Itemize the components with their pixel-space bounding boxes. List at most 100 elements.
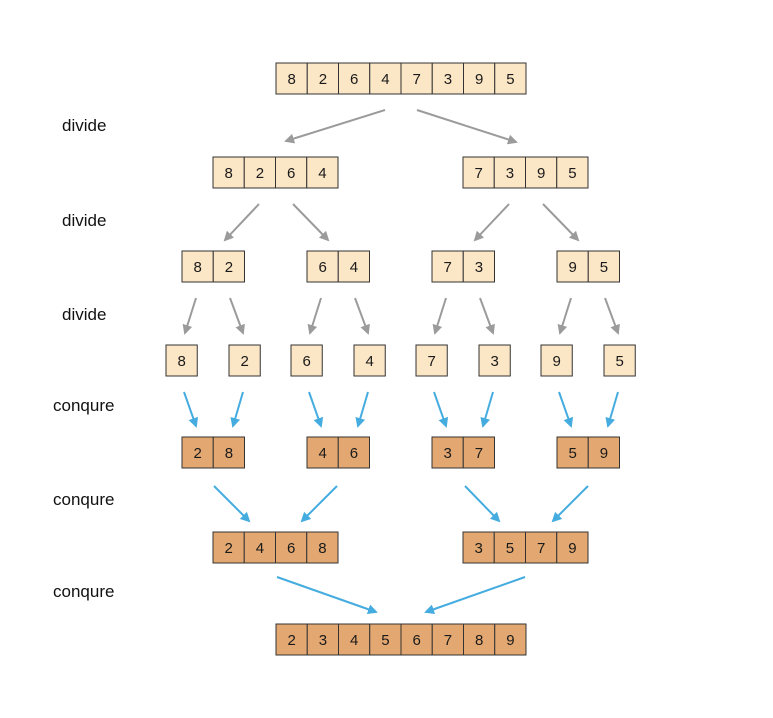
conquer-arrow-18	[433, 391, 449, 428]
array-cell	[306, 531, 339, 564]
array-cell	[243, 531, 276, 564]
divide-arrow-13	[604, 297, 620, 335]
array-cell	[369, 623, 402, 656]
array-cell	[275, 62, 308, 95]
array-cell-value: 2	[225, 259, 233, 276]
array-cell	[400, 62, 433, 95]
array-cell-value: 2	[240, 353, 248, 370]
array-cell	[556, 531, 589, 564]
array-cell	[306, 623, 339, 656]
conquer-arrow-15	[230, 391, 244, 428]
conquer-arrow-14	[183, 391, 199, 428]
array-cell-value: 3	[443, 445, 451, 462]
conquer-arrow-24	[464, 485, 501, 523]
array-cell	[181, 436, 214, 469]
array-cell-value: 6	[350, 71, 358, 88]
conquer-arrow-22	[213, 485, 251, 523]
stage-label-divide-1: divide	[62, 116, 106, 135]
array-cell-value: 6	[287, 540, 295, 557]
divide-arrow-5	[542, 203, 580, 242]
array-cell	[415, 344, 448, 377]
array-cell-value: 2	[256, 165, 264, 182]
array-cell	[275, 156, 308, 189]
array-cell-value: 8	[193, 259, 201, 276]
array-cell-value: 6	[350, 445, 358, 462]
array-cell	[212, 436, 245, 469]
divide-arrow-10	[432, 297, 447, 335]
array-cell-value: 9	[568, 259, 576, 276]
array-cell-value: 2	[287, 632, 295, 649]
array-cell-value: 8	[177, 353, 185, 370]
stage-label-conqure-2: conqure	[53, 490, 114, 509]
array-cell-value: 7	[475, 445, 483, 462]
stage-label-conqure-3: conqure	[53, 582, 114, 601]
array-cell-value: 5	[568, 445, 576, 462]
array-cell	[275, 623, 308, 656]
array-cell-value: 8	[225, 445, 233, 462]
array-cell	[478, 344, 511, 377]
array-cell	[463, 623, 496, 656]
array-cell	[462, 436, 495, 469]
array-cell	[494, 62, 527, 95]
array-level-5-0: 2 4 6 8	[212, 531, 339, 564]
array-cell-value: 5	[506, 71, 514, 88]
array-cell-value: 2	[224, 540, 232, 557]
array-cell-value: 5	[615, 353, 623, 370]
array-cell-value: 7	[427, 353, 435, 370]
conquer-arrow-27	[424, 576, 526, 615]
array-cell-value: 5	[506, 540, 514, 557]
array-cell	[462, 250, 495, 283]
divide-arrow-11	[479, 297, 495, 335]
array-cell	[369, 62, 402, 95]
array-cell	[556, 156, 589, 189]
array-cell-value: 6	[318, 259, 326, 276]
array-cell	[338, 623, 371, 656]
array-cell	[493, 156, 526, 189]
array-cell-value: 3	[506, 165, 514, 182]
array-cell-value: 9	[506, 632, 514, 649]
array-cell	[587, 436, 620, 469]
array-cell-value: 4	[256, 540, 264, 557]
array-level-3-0: 8	[165, 344, 198, 377]
array-level-3-6: 9	[540, 344, 573, 377]
array-cell	[431, 250, 464, 283]
array-cell	[431, 623, 464, 656]
array-cell	[353, 344, 386, 377]
divide-arrow-0	[284, 109, 386, 144]
array-cell	[181, 250, 214, 283]
array-cell	[243, 156, 276, 189]
array-level-3-1: 2	[228, 344, 261, 377]
array-cell	[337, 436, 370, 469]
array-cell-value: 4	[318, 165, 326, 182]
array-cell-value: 3	[319, 632, 327, 649]
array-cell-value: 9	[475, 71, 483, 88]
array-cell-value: 2	[193, 445, 201, 462]
divide-arrow-6	[182, 297, 197, 335]
conquer-arrow-25	[551, 485, 589, 523]
array-cell-value: 7	[537, 540, 545, 557]
array-cell	[556, 436, 589, 469]
array-cell	[212, 250, 245, 283]
array-cell-value: 9	[568, 540, 576, 557]
array-cell	[337, 250, 370, 283]
array-cell-value: 5	[381, 632, 389, 649]
array-cell-value: 9	[537, 165, 545, 182]
array-cell-value: 8	[318, 540, 326, 557]
array-cell-value: 7	[474, 165, 482, 182]
array-cell	[525, 531, 558, 564]
array-cell	[306, 62, 339, 95]
stage-label-divide-2: divide	[62, 211, 106, 230]
array-cell-value: 5	[600, 259, 608, 276]
conquer-arrow-19	[480, 391, 494, 428]
array-cell-value: 4	[350, 632, 358, 649]
array-cell-value: 2	[319, 71, 327, 88]
